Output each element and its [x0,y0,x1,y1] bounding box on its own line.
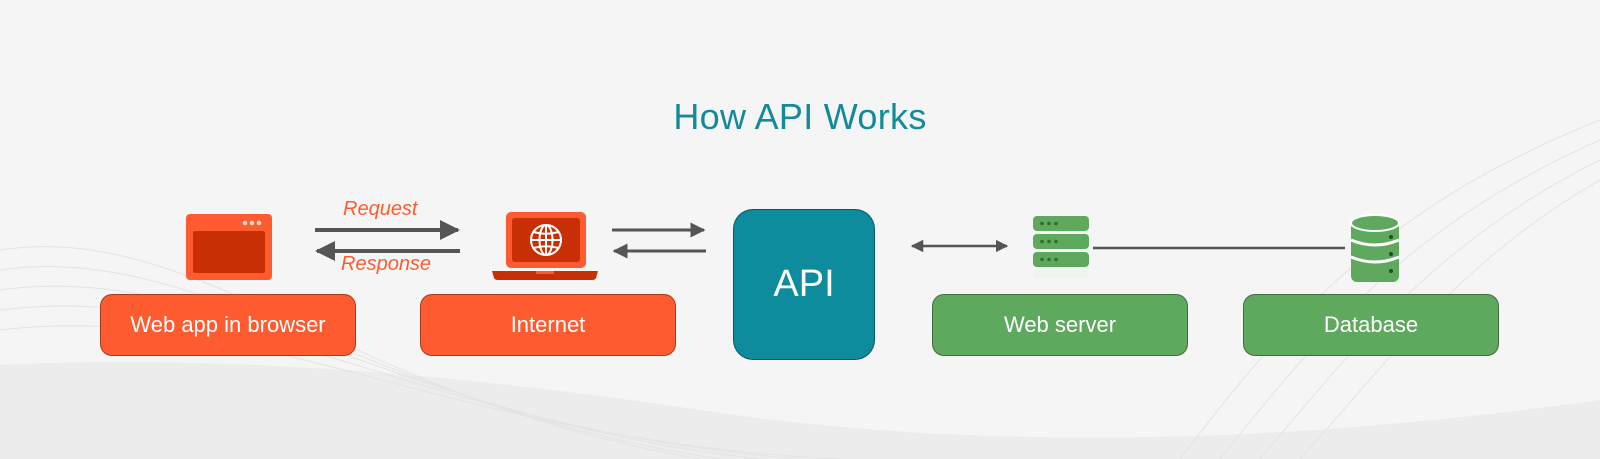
api-node: API [733,209,875,360]
internet-node: Internet [420,294,676,356]
database-node: Database [1243,294,1499,356]
diagram-title: How API Works [673,96,927,137]
request-label: Request [343,198,418,220]
database-stack-icon [1350,214,1400,282]
server-rack-icon [1033,216,1089,278]
browser-window-icon [186,214,272,280]
web-server-node: Web server [932,294,1188,356]
browser-node: Web app in browser [100,294,356,356]
response-label: Response [341,253,432,275]
laptop-globe-icon [492,212,598,280]
